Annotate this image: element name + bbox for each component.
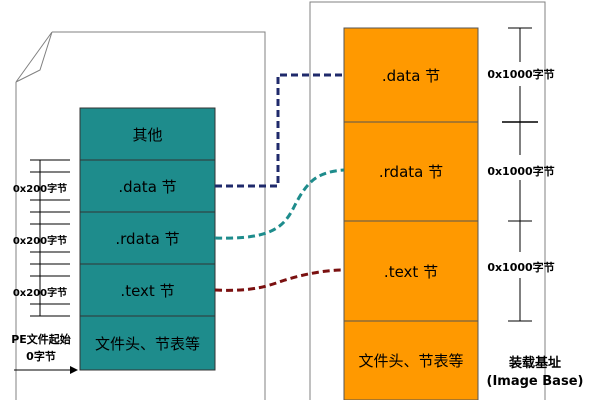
memory-section-rdata-box: [343, 121, 479, 222]
file-start-label-line2: 0字节: [26, 350, 56, 363]
rdata-connector-line: [214, 168, 345, 240]
image-base-label-line1: 装载基址: [508, 356, 561, 371]
file-data-size-label: 0x200字节: [12, 184, 68, 195]
memory-section-rdata-label: .rdata 节: [378, 163, 444, 181]
file-text-size-label: 0x200字节: [12, 288, 68, 299]
memory-text-size-label: 0x1000字节: [487, 261, 555, 274]
memory-section-stack: [343, 27, 479, 400]
text-connector-line: [214, 268, 345, 292]
memory-rdata-size-label: 0x1000字节: [487, 165, 555, 178]
file-page-outline: [15, 31, 266, 400]
memory-data-size-label: 0x1000字节: [487, 68, 555, 81]
file-rdata-size-label: 0x200字节: [12, 236, 68, 247]
file-section-header-label: 文件头、节表等: [94, 334, 200, 353]
file-section-text-label: .text 节: [120, 281, 175, 300]
file-section-stack: [79, 107, 216, 371]
memory-section-header-box: [343, 320, 479, 400]
data-connector-line: [215, 73, 344, 188]
file-start-label-line1: PE文件起始: [11, 333, 71, 346]
file-size-ruler: [30, 159, 70, 317]
memory-section-text-box: [343, 220, 479, 322]
file-section-data-label: .data 节: [118, 177, 177, 196]
file-section-rdata-label: .rdata 节: [115, 229, 180, 248]
file-section-other-box: [79, 107, 216, 161]
file-section-rdata-box: [79, 211, 216, 265]
image-base-label-line2: (Image Base): [486, 374, 584, 389]
memory-section-text-label: .text 节: [383, 262, 439, 281]
file-section-header-box: [79, 315, 216, 371]
memory-page-outline: [309, 1, 546, 400]
file-start-arrow: [14, 366, 78, 374]
file-section-text-box: [79, 263, 216, 317]
file-section-other-label: 其他: [132, 125, 163, 144]
memory-section-header-label: 文件头、节表等: [358, 352, 464, 370]
memory-section-data-box: [343, 27, 479, 123]
memory-section-data-label: .data 节: [381, 66, 441, 85]
memory-size-ruler: [502, 27, 538, 322]
